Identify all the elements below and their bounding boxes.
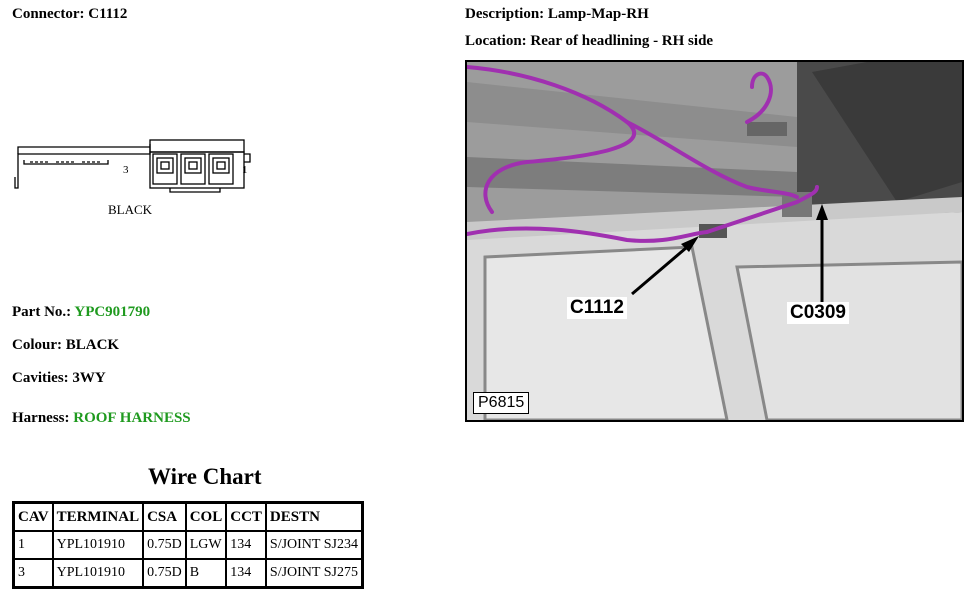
callout-c1112: C1112 [567, 297, 627, 319]
part-number-link[interactable]: YPC901790 [74, 304, 151, 320]
part-number: Part No.: YPC901790 [12, 304, 150, 321]
harness: Harness: ROOF HARNESS [12, 410, 191, 427]
cell-terminal: YPL101910 [51, 558, 145, 589]
cavities: Cavities: 3WY [12, 370, 106, 386]
col-header: CCT [225, 501, 267, 532]
cell-destn: S/JOINT SJ234 [264, 530, 364, 560]
cell-cav: 1 [12, 530, 54, 560]
harness-link[interactable]: ROOF HARNESS [73, 410, 191, 426]
col-header: TERMINAL [51, 501, 145, 532]
col-header: COL [184, 501, 228, 532]
table-header-row: CAV TERMINAL CSA COL CCT DESTN [12, 501, 364, 532]
cell-terminal: YPL101910 [51, 530, 145, 560]
cell-col: B [184, 558, 228, 589]
location-photo: C1112 C0309 P6815 [465, 60, 964, 422]
connector-colour-label: BLACK [108, 202, 153, 217]
pin-label-3: 3 [123, 164, 129, 176]
col-header: CAV [12, 501, 54, 532]
cell-cav: 3 [12, 558, 54, 589]
wire-chart-title: Wire Chart [148, 464, 262, 489]
col-header: CSA [142, 501, 187, 532]
cell-cct: 134 [225, 530, 267, 560]
table-row: 3 YPL101910 0.75D B 134 S/JOINT SJ275 [12, 558, 364, 589]
connector-face-drawing: 3 1 BLACK [14, 139, 251, 217]
connector-id: Connector: C1112 [12, 6, 128, 22]
wire-chart-table: CAV TERMINAL CSA COL CCT DESTN 1 YPL1019… [12, 501, 364, 589]
figure-reference: P6815 [473, 392, 530, 414]
harness-label: Harness: [12, 410, 70, 426]
col-header: DESTN [264, 501, 364, 532]
cell-cct: 134 [225, 558, 267, 589]
cell-col: LGW [184, 530, 228, 560]
location: Location: Rear of headlining - RH side [465, 33, 714, 49]
callout-c0309: C0309 [787, 302, 849, 324]
table-row: 1 YPL101910 0.75D LGW 134 S/JOINT SJ234 [12, 530, 364, 560]
colour: Colour: BLACK [12, 337, 120, 353]
cell-destn: S/JOINT SJ275 [264, 558, 364, 589]
description: Description: Lamp-Map-RH [465, 6, 649, 22]
part-number-label: Part No.: [12, 304, 72, 320]
pin-label-1: 1 [242, 164, 248, 176]
cell-csa: 0.75D [142, 530, 187, 560]
cell-csa: 0.75D [142, 558, 187, 589]
